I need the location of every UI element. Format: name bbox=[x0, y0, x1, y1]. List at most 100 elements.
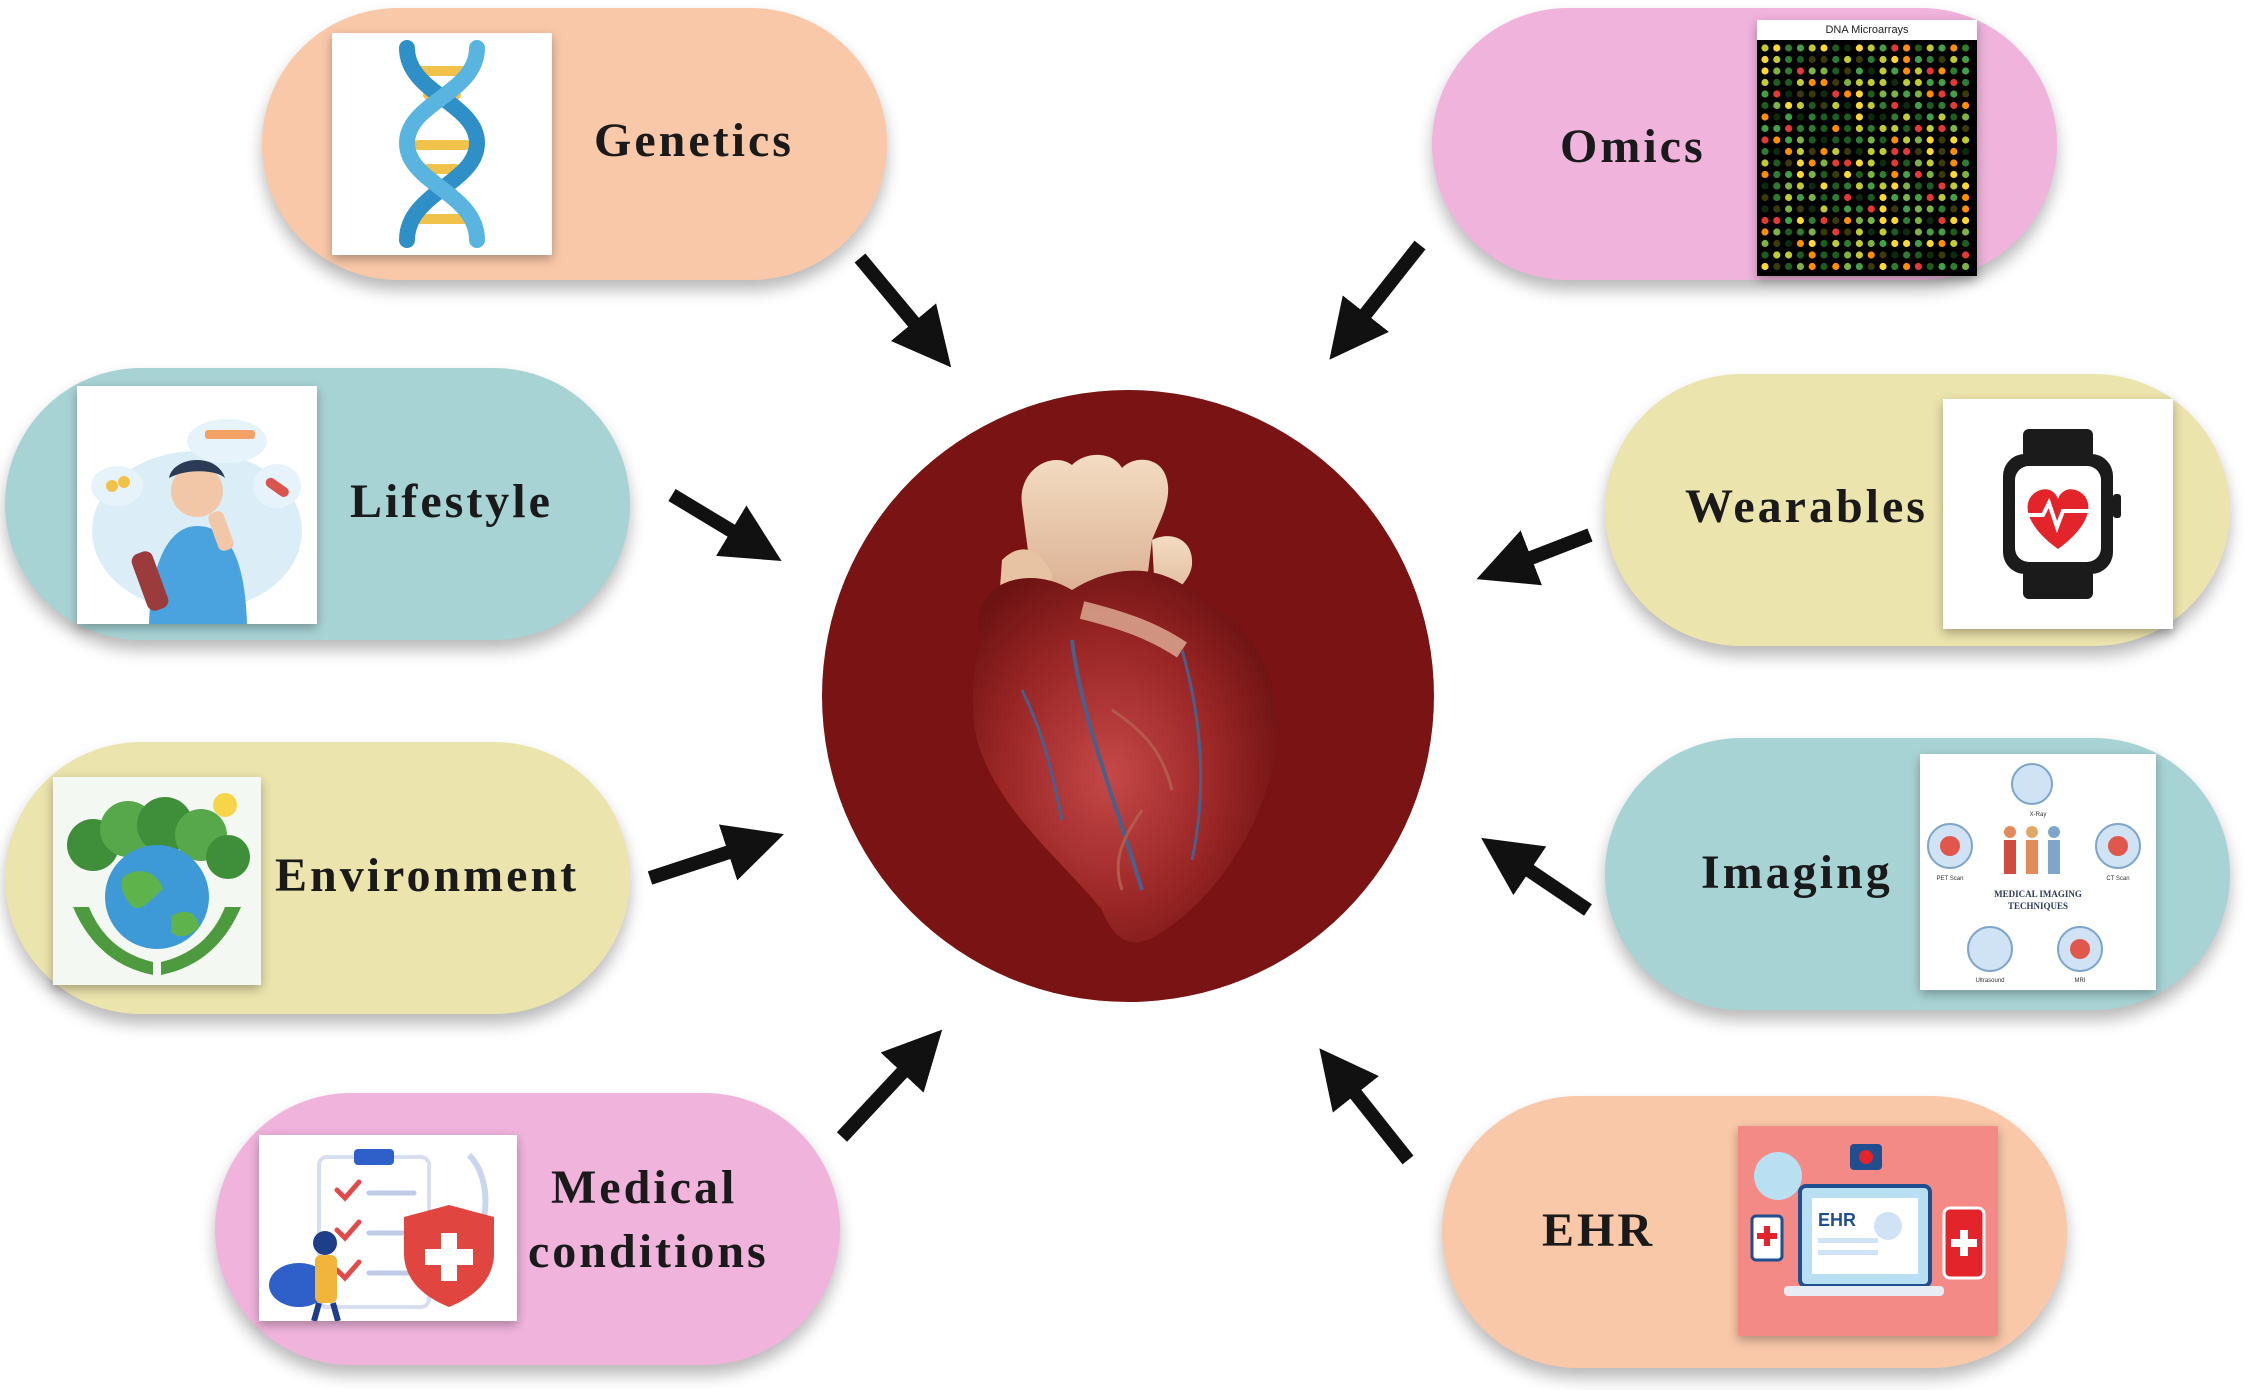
microarray-spot bbox=[1820, 262, 1828, 271]
microarray-spot bbox=[1926, 205, 1934, 213]
microarray-spot bbox=[1950, 251, 1958, 259]
microarray-spot bbox=[1950, 193, 1958, 202]
microarray-spot bbox=[1855, 251, 1863, 259]
microarray-spot bbox=[1867, 147, 1875, 156]
microarray-spot bbox=[1761, 101, 1769, 110]
arrow-lifestyle bbox=[668, 489, 782, 562]
microarray-spot bbox=[1903, 55, 1911, 64]
microarray-spot bbox=[1855, 159, 1863, 167]
microarray-spot bbox=[1962, 216, 1970, 225]
microarray-spot bbox=[1926, 78, 1934, 87]
microarray-spot bbox=[1914, 193, 1922, 202]
microarray-spot bbox=[1785, 228, 1793, 236]
microarray-spot bbox=[1903, 251, 1911, 259]
imaging-thumb-tag-mri: MRI bbox=[2075, 978, 2086, 984]
medical-conditions-label-line2: conditions bbox=[528, 1225, 769, 1278]
microarray-spot bbox=[1785, 55, 1793, 64]
microarray-spot bbox=[1820, 44, 1828, 52]
microarray-spot bbox=[1903, 216, 1911, 225]
ehr-screen-text: EHR bbox=[1818, 1210, 1856, 1230]
ehr-thumbnail: EHR bbox=[1738, 1126, 1998, 1336]
microarray-spot bbox=[1891, 55, 1899, 64]
microarray-spot bbox=[1891, 124, 1899, 133]
microarray-spot bbox=[1867, 239, 1875, 248]
microarray-spot bbox=[1796, 67, 1804, 75]
microarray-spot bbox=[1832, 193, 1840, 202]
ehr-label: EHR bbox=[1542, 1204, 1656, 1257]
microarray-spot bbox=[1761, 216, 1769, 225]
microarray-spot bbox=[1808, 228, 1816, 236]
microarray-spot bbox=[1903, 182, 1911, 190]
earth-in-hands-icon bbox=[53, 777, 261, 985]
microarray-spot bbox=[1914, 136, 1922, 144]
microarray-spot bbox=[1962, 113, 1970, 121]
microarray-spot bbox=[1867, 170, 1875, 179]
microarray-spot bbox=[1796, 113, 1804, 121]
microarray-spot bbox=[1867, 67, 1875, 75]
microarray-spot bbox=[1891, 170, 1899, 179]
microarray-spot bbox=[1914, 44, 1922, 52]
microarray-spot bbox=[1855, 67, 1863, 75]
microarray-spot bbox=[1808, 159, 1816, 167]
microarray-spot bbox=[1926, 193, 1934, 202]
microarray-spot bbox=[1773, 90, 1781, 98]
microarray-spot bbox=[1761, 124, 1769, 133]
microarray-spot bbox=[1796, 170, 1804, 179]
microarray-spot bbox=[1832, 205, 1840, 213]
microarray-spot bbox=[1914, 159, 1922, 167]
microarray-spot bbox=[1962, 251, 1970, 259]
microarray-spot bbox=[1773, 262, 1781, 271]
microarray-spot bbox=[1785, 136, 1793, 144]
microarray-spot bbox=[1796, 262, 1804, 271]
microarray-spot bbox=[1962, 78, 1970, 87]
microarray-spot bbox=[1903, 147, 1911, 156]
microarray-spot bbox=[1832, 124, 1840, 133]
microarray-spot bbox=[1879, 90, 1887, 98]
microarray-spot bbox=[1926, 44, 1934, 52]
microarray-spot bbox=[1914, 262, 1922, 271]
microarray-spot bbox=[1903, 124, 1911, 133]
microarray-spot bbox=[1773, 67, 1781, 75]
microarray-spot bbox=[1938, 205, 1946, 213]
microarray-spot bbox=[1785, 159, 1793, 167]
microarray-spot bbox=[1914, 113, 1922, 121]
microarray-spot bbox=[1808, 136, 1816, 144]
microarray-spot bbox=[1914, 124, 1922, 133]
microarray-spot bbox=[1796, 78, 1804, 87]
microarray-spot bbox=[1938, 55, 1946, 64]
microarray-spot bbox=[1796, 239, 1804, 248]
microarray-spot bbox=[1962, 239, 1970, 248]
genetics-thumbnail bbox=[332, 33, 552, 255]
microarray-spot bbox=[1891, 101, 1899, 110]
microarray-spot bbox=[1938, 239, 1946, 248]
microarray-spot bbox=[1891, 147, 1899, 156]
microarray-spot bbox=[1808, 170, 1816, 179]
microarray-spot bbox=[1844, 78, 1852, 87]
microarray-spot bbox=[1950, 124, 1958, 133]
microarray-spot bbox=[1844, 228, 1852, 236]
microarray-spot bbox=[1832, 113, 1840, 121]
microarray-spot bbox=[1820, 78, 1828, 87]
genetics-label: Genetics bbox=[594, 114, 794, 167]
imaging-factor: Imaging X-Ray PET Scan CT Scan MEDICAL I… bbox=[1605, 738, 2230, 1010]
microarray-spot bbox=[1879, 78, 1887, 87]
arrow-ehr bbox=[1319, 1048, 1414, 1165]
microarray-spot bbox=[1820, 113, 1828, 121]
microarray-spot bbox=[1867, 136, 1875, 144]
microarray-spot bbox=[1761, 170, 1769, 179]
microarray-spot bbox=[1844, 101, 1852, 110]
microarray-spot bbox=[1950, 205, 1958, 213]
microarray-spot bbox=[1962, 193, 1970, 202]
microarray-spot bbox=[1950, 78, 1958, 87]
microarray-spot bbox=[1926, 90, 1934, 98]
microarray-spot bbox=[1926, 182, 1934, 190]
microarray-spot bbox=[1867, 251, 1875, 259]
microarray-spot bbox=[1855, 262, 1863, 271]
microarray-spot bbox=[1808, 67, 1816, 75]
microarray-spot bbox=[1914, 67, 1922, 75]
omics-thumbnail-caption: DNA Microarrays bbox=[1757, 20, 1977, 40]
microarray-spot bbox=[1879, 159, 1887, 167]
microarray-spot bbox=[1962, 136, 1970, 144]
microarray-spot bbox=[1785, 239, 1793, 248]
